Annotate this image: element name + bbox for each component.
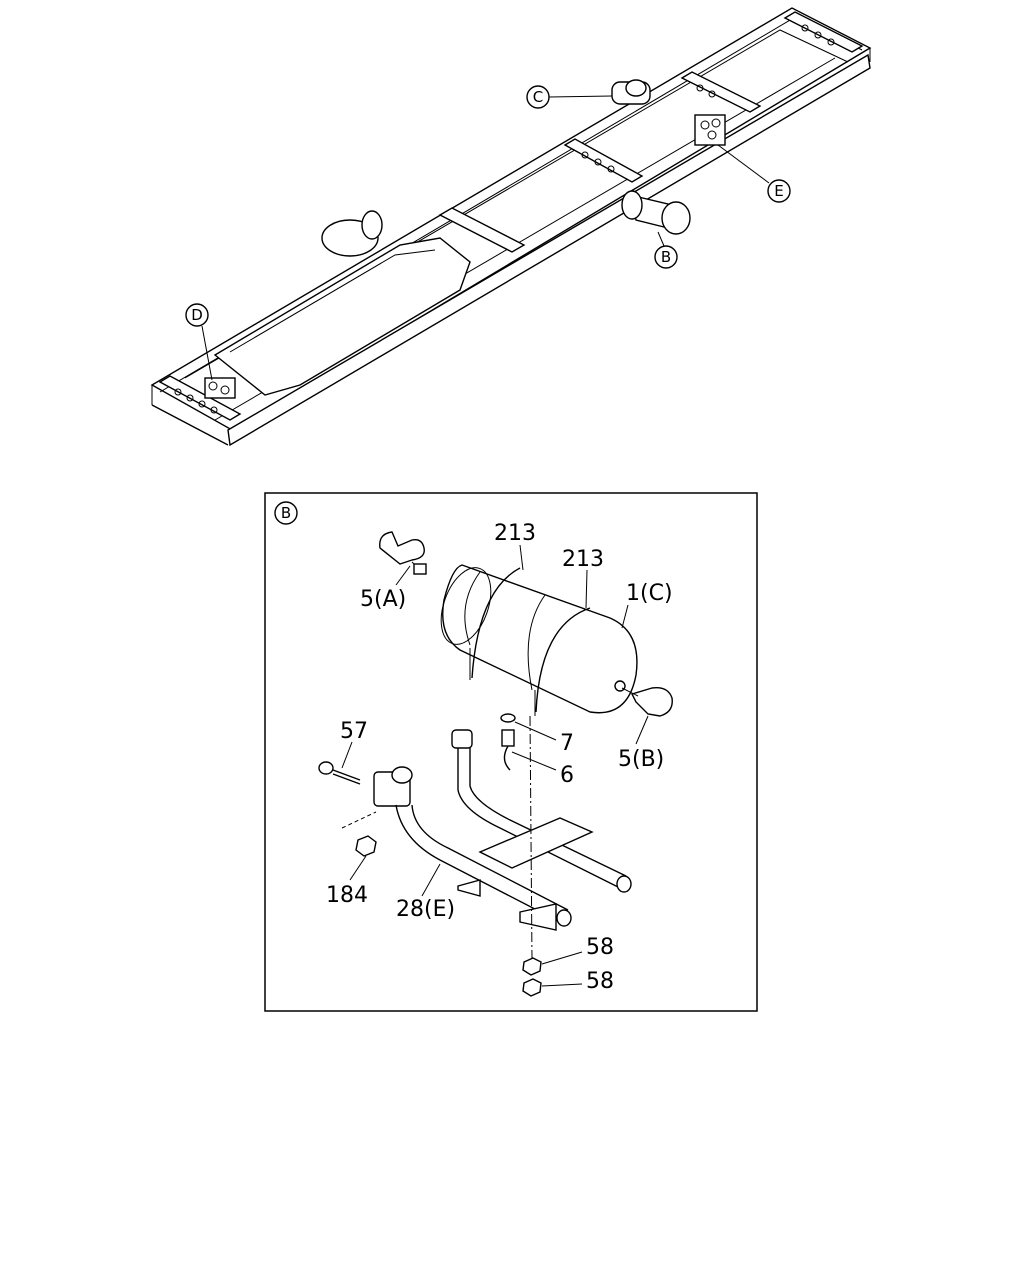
- air-tank-b-overview: [621, 190, 691, 235]
- label-5a: 5(A): [360, 587, 406, 612]
- chassis-frame-overview: C E B D: [150, 7, 872, 447]
- label-5b: 5(B): [618, 747, 664, 772]
- air-tank: [440, 564, 638, 716]
- leader-lines: [341, 544, 649, 987]
- bolt-57: [318, 761, 361, 785]
- fuel-tank-shape: [213, 237, 471, 396]
- elbow-fitting-5b: [621, 687, 673, 717]
- air-tank-c-overview: [611, 79, 651, 105]
- valve-bracket-e-overview: [694, 114, 726, 146]
- callout-c: C: [526, 85, 550, 109]
- label-1c: 1(C): [626, 581, 673, 606]
- washer-7: [500, 713, 516, 723]
- label-57: 57: [340, 719, 368, 744]
- label-184: 184: [326, 883, 368, 908]
- callout-b-label: B: [661, 248, 671, 266]
- label-28e: 28(E): [396, 897, 455, 922]
- label-213-a: 213: [494, 521, 536, 546]
- nut-184: [355, 835, 377, 857]
- callout-c-label: C: [533, 88, 543, 106]
- callout-d-label: D: [191, 306, 203, 324]
- callout-e-label: E: [774, 182, 783, 200]
- detail-view-b: B: [264, 492, 758, 1012]
- detail-frame: [264, 492, 758, 1012]
- drain-valve-6: [501, 729, 515, 771]
- motor-cylinder: [321, 210, 383, 257]
- label-58-upper: 58: [586, 935, 614, 960]
- callout-d: D: [185, 303, 209, 327]
- label-6: 6: [560, 763, 574, 788]
- callout-b: B: [654, 245, 678, 269]
- label-7: 7: [560, 731, 574, 756]
- cross-members: [158, 11, 864, 421]
- nut-58-upper: [522, 957, 542, 976]
- part-labels: 213 213 1(C) 5(A) 5(B) 7 6 57 184 28(E) …: [326, 521, 673, 994]
- view-tag-b: B: [274, 501, 298, 525]
- frame-rail-lower: [151, 53, 871, 447]
- elbow-fitting-5a: [379, 531, 427, 575]
- view-tag-label: B: [281, 504, 291, 522]
- label-58-lower: 58: [586, 969, 614, 994]
- valve-bracket-d-overview: [204, 377, 236, 399]
- nut-58-lower: [522, 978, 542, 997]
- bracket-28e: [373, 729, 632, 931]
- callout-e: E: [767, 179, 791, 203]
- label-213-b: 213: [562, 547, 604, 572]
